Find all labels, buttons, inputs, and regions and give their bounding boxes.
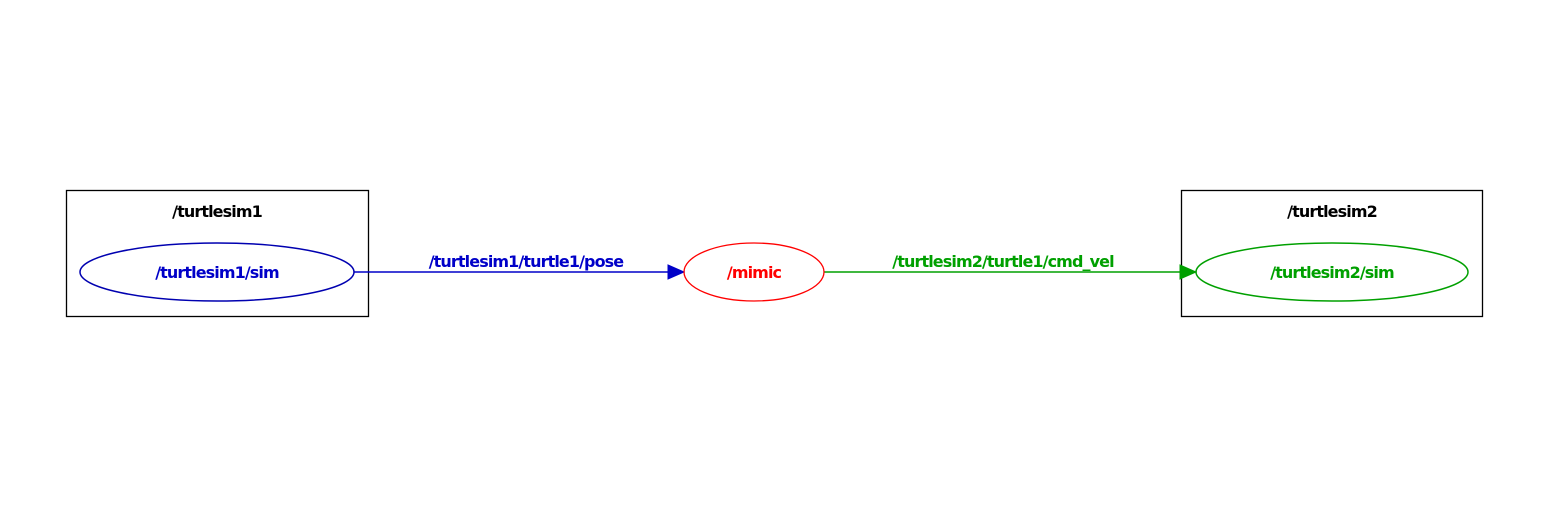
node-turtlesim2-sim[interactable]: /turtlesim2/sim (1195, 242, 1469, 302)
topic-label: /turtlesim2/turtle1/cmd_vel (892, 252, 1114, 271)
namespace-box (1180, 189, 1484, 318)
node-ellipse (1195, 242, 1469, 302)
node-label: /turtlesim2/sim (1270, 263, 1394, 282)
namespace-label: /turtlesim1 (172, 202, 262, 221)
namespace-box (65, 189, 370, 318)
arrowhead-icon (1179, 264, 1198, 280)
namespace-turtlesim1[interactable]: /turtlesim1 (65, 189, 370, 318)
node-turtlesim1-sim[interactable]: /turtlesim1/sim (79, 242, 355, 302)
node-label: /mimic (727, 263, 782, 282)
namespace-label: /turtlesim2 (1287, 202, 1377, 221)
namespace-turtlesim2[interactable]: /turtlesim2 (1180, 189, 1484, 318)
topic-edge-cmd-vel[interactable]: /turtlesim2/turtle1/cmd_vel (824, 252, 1198, 280)
node-ellipse (79, 242, 355, 302)
node-label: /turtlesim1/sim (155, 263, 279, 282)
arrowhead-icon (667, 264, 686, 280)
node-mimic[interactable]: /mimic (683, 242, 825, 302)
topic-label: /turtlesim1/turtle1/pose (429, 252, 625, 271)
node-ellipse (683, 242, 825, 302)
topic-edge-pose[interactable]: /turtlesim1/turtle1/pose (354, 252, 686, 280)
